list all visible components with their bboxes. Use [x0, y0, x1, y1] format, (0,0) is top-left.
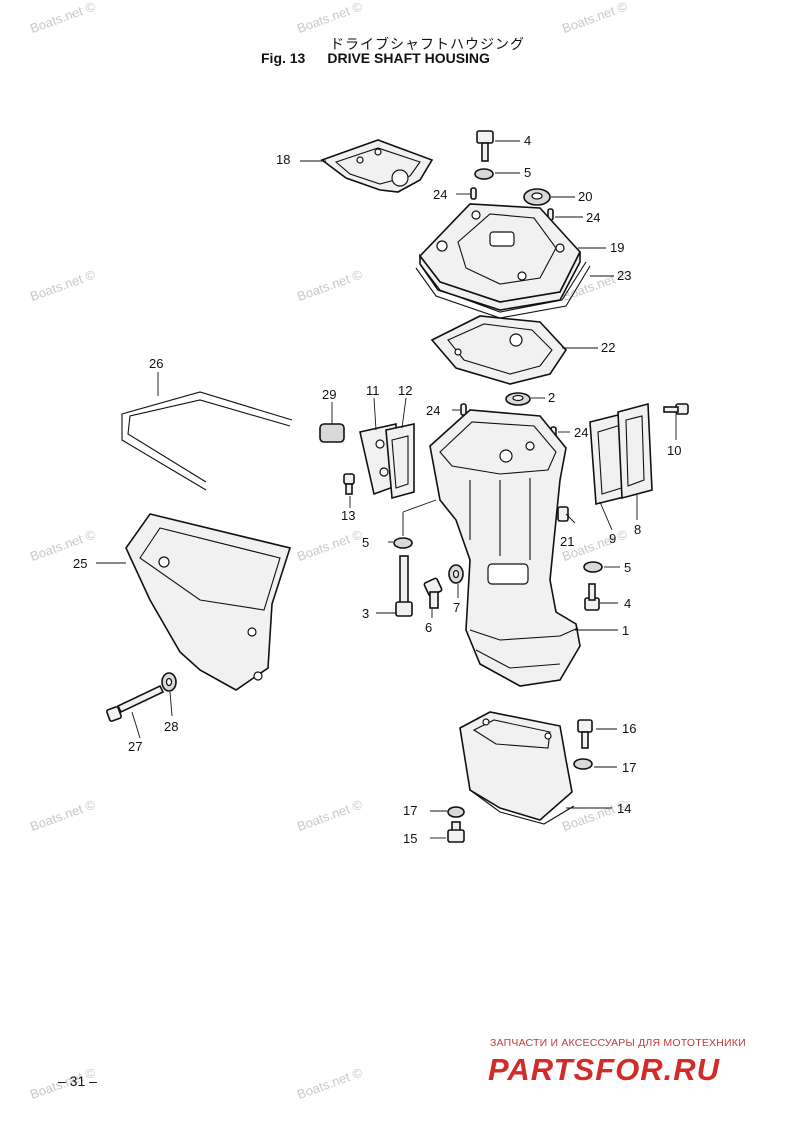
- callout-13: 13: [341, 508, 356, 523]
- gasket-22-drawing: [430, 315, 568, 385]
- callout-24: 24: [426, 403, 441, 418]
- callout-22: 22: [601, 340, 616, 355]
- callout-1: 1: [622, 623, 630, 638]
- washer-5-top-drawing: [474, 168, 494, 180]
- callout-18: 18: [276, 152, 291, 167]
- washer-17-left-drawing: [447, 806, 465, 818]
- callout-7: 7: [453, 600, 461, 615]
- callout-23: 23: [617, 268, 632, 283]
- callout-5: 5: [524, 165, 532, 180]
- cover-8-drawing: [617, 402, 653, 500]
- callout-15: 15: [403, 831, 418, 846]
- callout-20: 20: [578, 189, 593, 204]
- callout-6: 6: [425, 620, 433, 635]
- callout-26: 26: [149, 356, 164, 371]
- callout-4: 4: [624, 596, 632, 611]
- callout-5: 5: [362, 535, 370, 550]
- callout-17: 17: [403, 803, 418, 818]
- callout-12: 12: [398, 383, 413, 398]
- grommet-29-drawing: [319, 423, 345, 443]
- callout-14: 14: [617, 801, 632, 816]
- drive-shaft-housing-1-drawing: [429, 409, 581, 687]
- bolt-16-top-drawing: [577, 719, 593, 749]
- callout-25: 25: [73, 556, 88, 571]
- callout-27: 27: [128, 739, 143, 754]
- plate-12-drawing: [385, 423, 415, 500]
- callout-5: 5: [624, 560, 632, 575]
- gasket-18-drawing: [320, 139, 434, 193]
- callout-11: 11: [366, 383, 380, 398]
- bolt-3-drawing: [395, 555, 413, 617]
- bolt-10-drawing: [663, 403, 689, 415]
- callout-17: 17: [622, 760, 637, 775]
- figure-label: Fig. 13: [261, 50, 306, 66]
- bolt-6-drawing: [423, 577, 443, 609]
- washer-17-right-drawing: [573, 758, 593, 770]
- callout-29: 29: [322, 387, 337, 402]
- callout-24: 24: [433, 187, 448, 202]
- washer-5-left-drawing: [393, 537, 413, 549]
- shop-logo: PARTSFOR.RU: [488, 1052, 721, 1087]
- callout-24: 24: [586, 210, 601, 225]
- callout-3: 3: [362, 606, 370, 621]
- pin-24-a-drawing: [470, 187, 477, 200]
- bolt-13-drawing: [343, 473, 355, 495]
- title-japanese: ドライブシャフトハウジング: [330, 37, 525, 53]
- washer-28-drawing: [161, 672, 177, 692]
- callout-2: 2: [548, 390, 556, 405]
- callout-28: 28: [164, 719, 179, 734]
- figure-name: DRIVE SHAFT HOUSING: [327, 50, 490, 66]
- seal-2-drawing: [505, 392, 531, 406]
- plug-21-drawing: [557, 506, 569, 522]
- seal-strip-26-drawing: [121, 391, 293, 491]
- bolt-4-top-drawing: [476, 130, 494, 162]
- callout-24: 24: [574, 425, 589, 440]
- extension-plate-14-drawing: [459, 711, 575, 825]
- callout-8: 8: [634, 522, 642, 537]
- adapter-plate-19-drawing: [418, 203, 581, 311]
- leader-lines: [96, 140, 677, 839]
- callout-21: 21: [560, 534, 575, 549]
- washer-5-right-drawing: [583, 561, 603, 573]
- bolt-15-drawing: [447, 821, 465, 843]
- callout-16: 16: [622, 721, 637, 736]
- figure-title: Fig. 13 DRIVE SHAFT HOUSING: [261, 50, 490, 66]
- callout-9: 9: [609, 531, 617, 546]
- washer-7-drawing: [448, 564, 464, 584]
- bolt-27-drawing: [106, 684, 165, 722]
- shop-tagline: ЗАПЧАСТИ И АКСЕССУАРЫ ДЛЯ МОТОТЕХНИКИ: [490, 1037, 746, 1049]
- under-cover-25-drawing: [125, 513, 292, 691]
- bolt-4-right-drawing: [584, 583, 600, 611]
- page-number: – 31 –: [58, 1073, 97, 1089]
- seal-20-drawing: [523, 188, 551, 206]
- callout-10: 10: [667, 443, 682, 458]
- callout-4: 4: [524, 133, 532, 148]
- callout-19: 19: [610, 240, 625, 255]
